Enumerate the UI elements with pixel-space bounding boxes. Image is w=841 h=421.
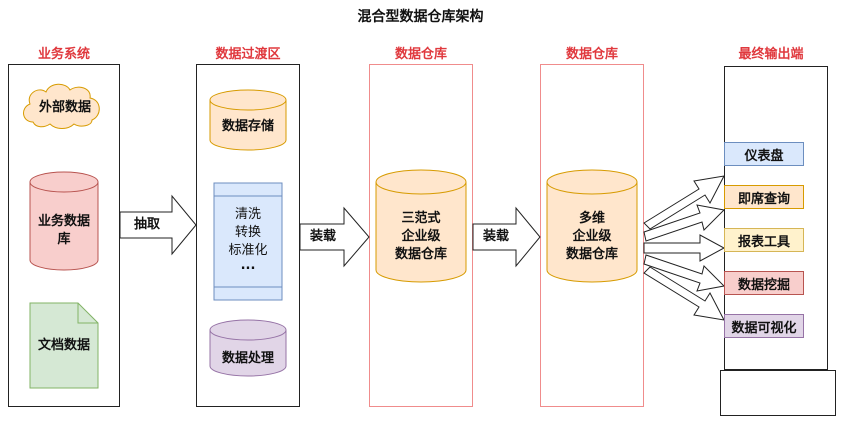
column-label-dw1: 数据仓库 (394, 47, 447, 62)
enterprise-dw-label-line2: 企业级 (401, 229, 441, 244)
process-label-standardize: 标准化 (228, 243, 268, 258)
enterprise-dw-cylinder (375, 169, 467, 283)
external-data-label: 外部数据 (38, 100, 91, 115)
enterprise-dw-label-line3: 数据仓库 (394, 247, 447, 262)
enterprise-dw-label-line1: 三范式 (401, 211, 441, 226)
output-report-tool: 报表工具 (724, 228, 804, 252)
data-storage-label: 数据存储 (221, 119, 274, 134)
output-dashboard: 仪表盘 (724, 142, 804, 166)
etl-process-box (213, 182, 283, 301)
load-arrow-2-label: 装载 (482, 229, 509, 244)
diagram-title: 混合型数据仓库架构 (357, 9, 484, 25)
document-data-label: 文档数据 (37, 338, 90, 353)
business-db-label-line1: 业务数据 (37, 214, 90, 229)
data-processing-label: 数据处理 (221, 351, 274, 366)
output-data-mining: 数据挖掘 (724, 271, 804, 295)
process-label-ellipsis: ... (240, 258, 256, 273)
output-arrow-adhoc (643, 204, 726, 242)
process-label-transform: 转换 (234, 225, 261, 240)
column-label-dw2: 数据仓库 (565, 47, 618, 62)
column-label-business: 业务系统 (37, 47, 90, 62)
extract-arrow-label: 抽取 (133, 217, 160, 232)
process-label-clean: 清洗 (234, 207, 261, 222)
document-fold (77, 303, 98, 324)
column-label-output: 最终输出端 (738, 47, 804, 62)
business-db-cylinder (29, 171, 99, 271)
multidim-dw-label-line3: 数据仓库 (565, 247, 618, 262)
output-arrow-visualization (643, 266, 725, 321)
multidim-dw-label-line1: 多维 (578, 211, 605, 226)
multidim-dw-cylinder (546, 169, 638, 283)
data-storage-cylinder (209, 89, 287, 151)
load-arrow-1 (299, 206, 370, 268)
cloud-shape (23, 83, 100, 129)
load-arrow-2 (472, 206, 541, 268)
output-arrows (643, 175, 726, 321)
load-arrow-1-label: 装载 (309, 229, 336, 244)
extract-arrow (119, 194, 197, 256)
multidim-dw-label-line2: 企业级 (572, 229, 612, 244)
column-label-staging: 数据过渡区 (215, 47, 281, 62)
output-adhoc-query: 即席查询 (724, 185, 804, 209)
data-processing-cylinder (209, 319, 287, 377)
output-arrow-report (643, 234, 726, 262)
output-arrow-mining (643, 254, 726, 292)
output-base-box (720, 370, 836, 416)
business-db-label-line2: 库 (57, 232, 71, 247)
output-arrow-dashboard (643, 175, 725, 230)
document-shape (29, 302, 99, 389)
output-data-visualization: 数据可视化 (724, 314, 804, 338)
